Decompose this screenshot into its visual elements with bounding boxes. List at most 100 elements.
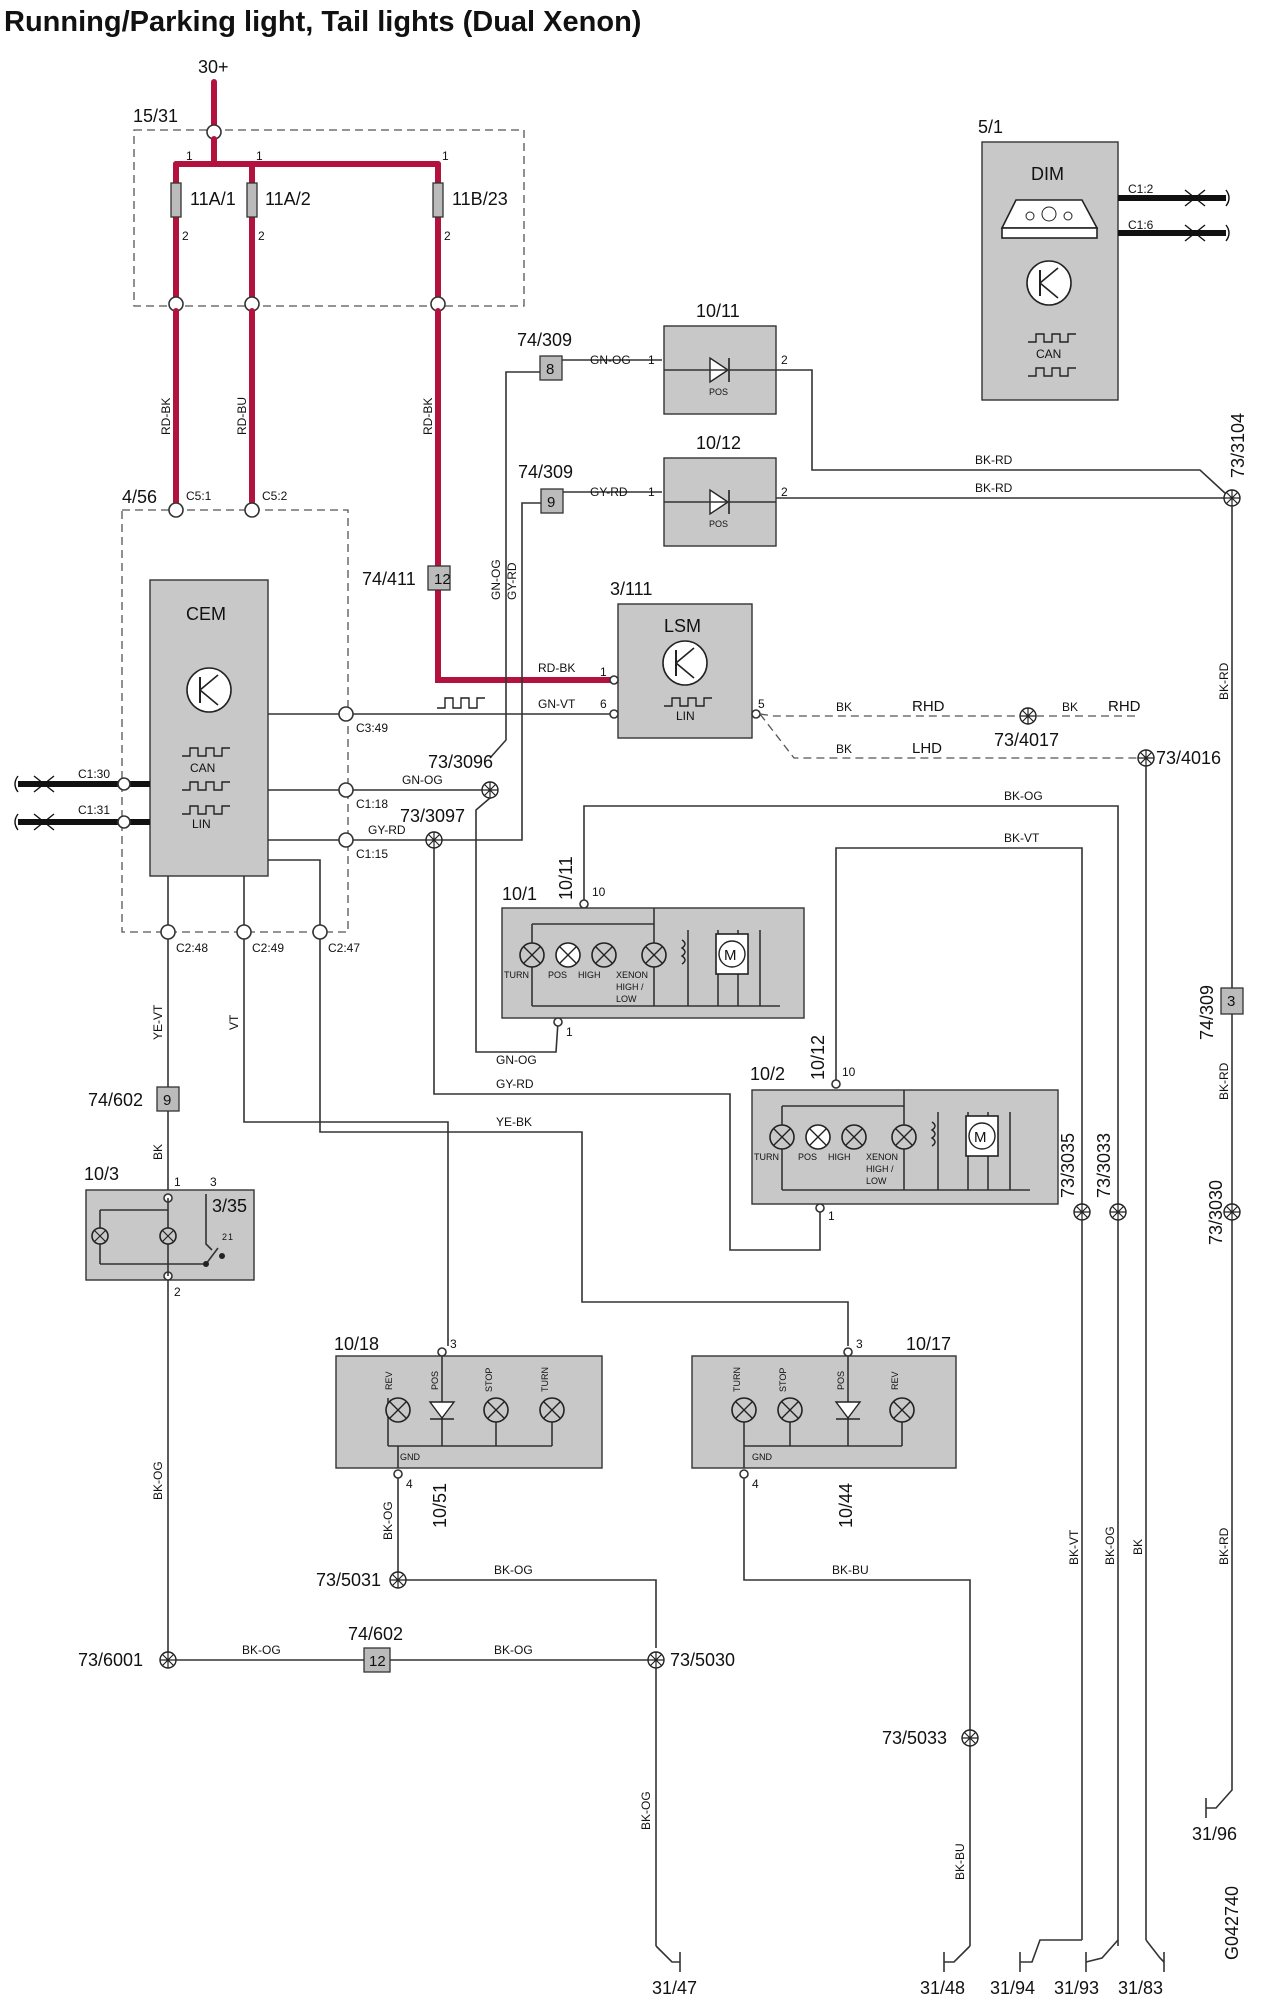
svg-text:GY-RD: GY-RD <box>368 823 406 837</box>
svg-text:VT: VT <box>227 1014 241 1030</box>
svg-text:BK: BK <box>836 700 852 714</box>
svg-text:RD-BK: RD-BK <box>538 661 575 675</box>
svg-text:31/48: 31/48 <box>920 1978 965 1998</box>
svg-text:10/3: 10/3 <box>84 1164 119 1184</box>
svg-text:BK: BK <box>836 742 852 756</box>
svg-text:2: 2 <box>781 485 788 499</box>
fuse-11a1: 1 11A/1 2 <box>170 149 236 307</box>
svg-text:73/3097: 73/3097 <box>400 806 465 826</box>
svg-text:GY-RD: GY-RD <box>505 562 519 600</box>
svg-text:BK-RD: BK-RD <box>975 453 1013 467</box>
svg-text:XENON: XENON <box>616 970 648 980</box>
svg-text:HIGH: HIGH <box>828 1152 851 1162</box>
svg-text:C2:47: C2:47 <box>328 941 360 955</box>
svg-text:BK-OG: BK-OG <box>494 1643 533 1657</box>
svg-text:GN-OG: GN-OG <box>496 1053 537 1067</box>
svg-text:6: 6 <box>600 697 607 711</box>
svg-text:BK-OG: BK-OG <box>151 1461 165 1500</box>
svg-text:3/35: 3/35 <box>212 1196 247 1216</box>
svg-text:73/4016: 73/4016 <box>1156 748 1221 768</box>
svg-text:2: 2 <box>258 229 265 243</box>
svg-text:73/6001: 73/6001 <box>78 1650 143 1670</box>
svg-text:73/5031: 73/5031 <box>316 1570 381 1590</box>
svg-text:C1:30: C1:30 <box>78 767 110 781</box>
svg-text:BK-OG: BK-OG <box>494 1563 533 1577</box>
svg-text:TURN: TURN <box>540 1367 550 1392</box>
svg-text:10/51: 10/51 <box>430 1483 450 1528</box>
svg-text:10/11: 10/11 <box>556 856 576 900</box>
svg-text:TURN: TURN <box>754 1152 779 1162</box>
fuse-11a2: 1 11A/2 2 <box>246 149 311 307</box>
dim-name: DIM <box>1031 164 1064 184</box>
svg-text:4: 4 <box>406 1477 413 1491</box>
svg-text:BK-OG: BK-OG <box>1004 789 1043 803</box>
svg-text:1: 1 <box>186 149 193 163</box>
svg-text:RHD: RHD <box>912 698 945 715</box>
svg-text:9: 9 <box>163 1092 171 1109</box>
splice-73-3033 <box>1109 1203 1127 1221</box>
svg-text:HIGH /: HIGH / <box>616 982 644 992</box>
svg-text:RD-BK: RD-BK <box>421 398 435 435</box>
svg-text:1: 1 <box>442 149 449 163</box>
svg-text:LIN: LIN <box>192 817 211 831</box>
cem-module <box>149 579 269 877</box>
fuse-11b23: 1 11B/23 2 <box>432 149 508 307</box>
svg-text:XENON: XENON <box>866 1152 898 1162</box>
svg-text:GN-OG: GN-OG <box>402 773 443 787</box>
svg-text:LIN: LIN <box>676 709 695 723</box>
svg-text:RD-BU: RD-BU <box>235 397 249 435</box>
svg-text:YE-BK: YE-BK <box>496 1115 532 1129</box>
dim-display-icon <box>1000 199 1099 239</box>
svg-text:74/602: 74/602 <box>348 1624 403 1644</box>
tail-lamp-1-icons <box>385 1397 565 1423</box>
drawing-id: G042740 <box>1222 1886 1242 1960</box>
fuse-box-outline <box>133 129 525 307</box>
svg-text:73/5033: 73/5033 <box>882 1728 947 1748</box>
svg-text:GN-OG: GN-OG <box>590 353 631 367</box>
pos-lamp-2-ref: 10/12 <box>696 433 741 453</box>
svg-text:10/1: 10/1 <box>502 884 537 904</box>
connector-74-309-8 <box>539 355 563 381</box>
tail-lamp-2-icons <box>731 1397 915 1423</box>
svg-text:C2:49: C2:49 <box>252 941 284 955</box>
diagram-title: Running/Parking light, Tail lights (Dual… <box>4 6 641 38</box>
svg-text:73/3104: 73/3104 <box>1228 413 1248 478</box>
svg-text:LOW: LOW <box>866 1176 887 1186</box>
ground-31-93: 31/93 <box>1054 1939 1119 1998</box>
headlamp-1-lamp-icons: M <box>519 933 749 975</box>
connector-74-309-9 <box>540 488 564 514</box>
svg-text:31/93: 31/93 <box>1054 1978 1099 1998</box>
splice-73-3104 <box>1223 489 1241 507</box>
lsm-ref: 3/111 <box>610 579 652 599</box>
svg-text:C5:1: C5:1 <box>186 489 212 503</box>
svg-text:11A/1: 11A/1 <box>190 189 236 209</box>
svg-text:BK-OG: BK-OG <box>1103 1526 1117 1565</box>
svg-text:BK-RD: BK-RD <box>1217 1527 1231 1565</box>
svg-text:73/3030: 73/3030 <box>1206 1180 1226 1245</box>
svg-text:BK-BU: BK-BU <box>832 1563 869 1577</box>
svg-text:1: 1 <box>566 1025 573 1039</box>
svg-text:74/309: 74/309 <box>517 330 572 350</box>
splice-73-5033 <box>961 1729 979 1747</box>
svg-text:BK-OG: BK-OG <box>381 1501 395 1540</box>
svg-text:12: 12 <box>434 571 451 588</box>
svg-text:BK: BK <box>151 1144 165 1160</box>
svg-text:GN-OG: GN-OG <box>489 559 503 600</box>
svg-text:1: 1 <box>228 1232 233 1242</box>
svg-text:10/12: 10/12 <box>808 1035 828 1080</box>
cem-name: CEM <box>186 604 226 624</box>
fuse-box-label: 15/31 <box>133 106 178 126</box>
dim-ref: 5/1 <box>978 117 1003 137</box>
svg-text:73/3035: 73/3035 <box>1058 1133 1078 1198</box>
svg-text:10: 10 <box>592 885 606 899</box>
svg-text:12: 12 <box>369 1653 386 1670</box>
svg-text:C5:2: C5:2 <box>262 489 288 503</box>
lsm-name: LSM <box>664 616 701 636</box>
svg-text:31/96: 31/96 <box>1192 1824 1237 1844</box>
svg-text:POS: POS <box>548 970 567 980</box>
svg-text:BK-VT: BK-VT <box>1004 831 1040 845</box>
svg-text:31/83: 31/83 <box>1118 1978 1163 1998</box>
svg-text:BK-OG: BK-OG <box>639 1791 653 1830</box>
svg-text:73/4017: 73/4017 <box>994 730 1059 750</box>
svg-text:BK-VT: BK-VT <box>1067 1529 1081 1565</box>
